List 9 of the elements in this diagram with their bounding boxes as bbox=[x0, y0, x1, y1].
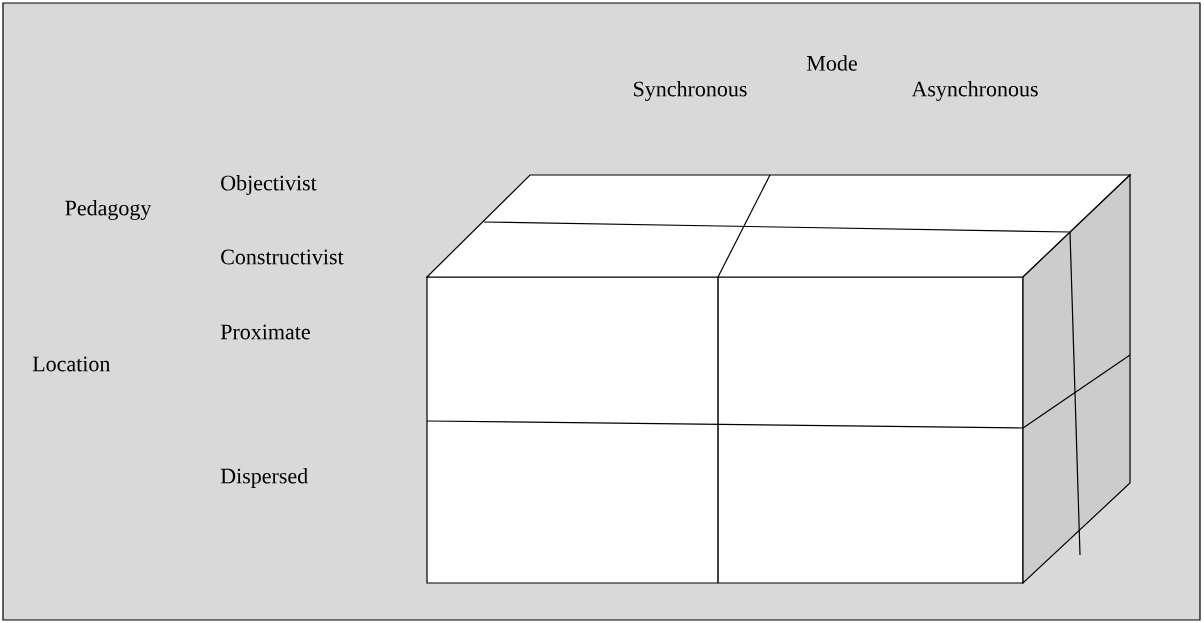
axis-label: Pedagogy bbox=[65, 200, 152, 220]
axis-label: Objectivist bbox=[221, 175, 317, 195]
axis-label: Location bbox=[32, 356, 111, 372]
axis-label: Dispersed bbox=[220, 468, 308, 488]
axis-label: Mode bbox=[806, 55, 857, 71]
axis-label: Constructivist bbox=[221, 249, 344, 265]
axis-label: Synchronous bbox=[634, 81, 747, 101]
axis-label: Proximate bbox=[220, 324, 310, 340]
axis-label: Asynchronous bbox=[911, 81, 1038, 101]
